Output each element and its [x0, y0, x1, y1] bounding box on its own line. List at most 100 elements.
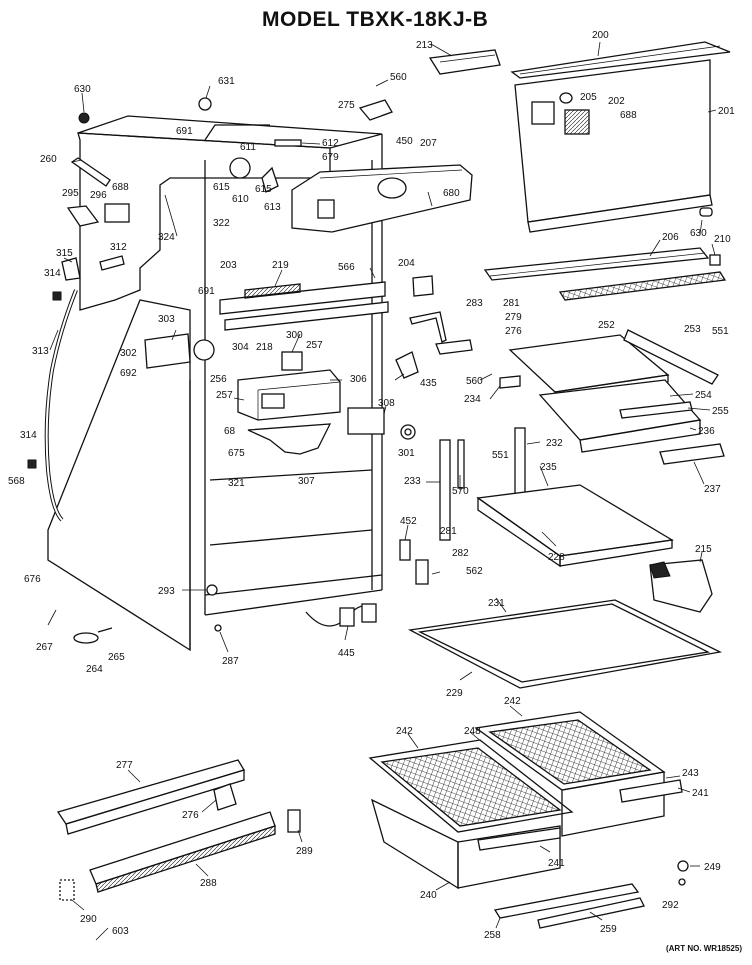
label-275: 275: [338, 100, 355, 111]
label-562: 562: [466, 566, 483, 577]
grille-288: [89, 811, 276, 893]
label-612: 612: [322, 138, 339, 149]
part-314a: [52, 291, 62, 301]
label-254: 254: [695, 390, 712, 401]
leader-lines: [47, 41, 717, 941]
label-613: 613: [264, 202, 281, 213]
label-630a: 630: [74, 84, 91, 95]
label-288: 288: [200, 878, 217, 889]
part-290: [59, 879, 75, 901]
label-228: 228: [548, 552, 565, 563]
label-201: 201: [718, 106, 735, 117]
label-207: 207: [420, 138, 437, 149]
label-255: 255: [712, 406, 729, 417]
label-248: 248: [464, 726, 481, 737]
label-306: 306: [350, 374, 367, 385]
label-435: 435: [420, 378, 437, 389]
part-276b: [213, 783, 237, 811]
label-276a: 276: [505, 326, 522, 337]
part-630b: [699, 207, 713, 217]
label-324: 324: [158, 232, 175, 243]
part-275: [358, 99, 393, 121]
label-252: 252: [598, 320, 615, 331]
support-570: [457, 439, 465, 489]
label-691a: 691: [176, 126, 193, 137]
label-202: 202: [608, 96, 625, 107]
label-551b: 551: [492, 450, 509, 461]
label-281a: 281: [503, 298, 520, 309]
fan-blade-613: [261, 166, 279, 193]
label-603: 603: [112, 926, 129, 937]
label-241b: 241: [548, 858, 565, 869]
label-568: 568: [8, 476, 25, 487]
part-234: [499, 375, 521, 389]
label-215: 215: [695, 544, 712, 555]
bar-203: [219, 281, 389, 331]
label-282: 282: [452, 548, 469, 559]
part-282: [415, 559, 429, 585]
label-200: 200: [592, 30, 609, 41]
part-249: [677, 860, 689, 872]
label-236: 236: [698, 426, 715, 437]
label-688a: 688: [620, 110, 637, 121]
label-253: 253: [684, 324, 701, 335]
label-289: 289: [296, 846, 313, 857]
tube-313: [44, 289, 78, 522]
label-450: 450: [396, 136, 413, 147]
crisper-left-240: [368, 739, 574, 890]
top-trim-200: [510, 41, 731, 79]
label-615b: 615: [255, 184, 272, 195]
label-260: 260: [40, 154, 57, 165]
label-321: 321: [228, 478, 245, 489]
label-445: 445: [338, 648, 355, 659]
label-231: 231: [488, 598, 505, 609]
label-301: 301: [398, 448, 415, 459]
label-566: 566: [338, 262, 355, 273]
label-279: 279: [505, 312, 522, 323]
part-287: [214, 624, 222, 632]
label-314b: 314: [20, 430, 37, 441]
part-293: [206, 584, 218, 596]
fan-motor-610: [229, 157, 251, 179]
label-256: 256: [210, 374, 227, 385]
door-panel-201: [514, 59, 713, 233]
part-452: [399, 539, 411, 561]
part-265: [97, 627, 113, 633]
label-257b: 257: [216, 390, 233, 401]
label-631: 631: [218, 76, 235, 87]
part-315: [61, 257, 81, 281]
label-237: 237: [704, 484, 721, 495]
rail-253: [623, 329, 719, 385]
box-306: [237, 369, 341, 421]
label-259: 259: [600, 924, 617, 935]
part-435: [395, 351, 419, 379]
label-232: 232: [546, 438, 563, 449]
label-241a: 241: [692, 788, 709, 799]
rail-258: [493, 883, 640, 919]
part-612: [274, 139, 302, 147]
part-289: [287, 809, 301, 833]
label-257a: 257: [306, 340, 323, 351]
label-203: 203: [220, 260, 237, 271]
label-68: 68: [224, 426, 236, 437]
part-630a: [78, 112, 90, 124]
label-452: 452: [400, 516, 417, 527]
label-312: 312: [110, 242, 127, 253]
label-234: 234: [464, 394, 481, 405]
label-570: 570: [452, 486, 469, 497]
diagram-title: MODEL TBXK-18KJ-B: [262, 8, 489, 31]
label-676: 676: [24, 574, 41, 585]
plate-308: [347, 407, 385, 435]
rail-241b: [477, 827, 561, 851]
label-551a: 551: [712, 326, 729, 337]
part-207: [291, 164, 473, 233]
label-304: 304: [232, 342, 249, 353]
art-number: (ART NO. WR18525): [665, 944, 742, 953]
part-292: [678, 878, 686, 886]
shelf-206: [483, 247, 727, 301]
label-281b: 281: [440, 526, 457, 537]
funnel-307: [247, 423, 332, 455]
shelf-231: [407, 599, 723, 689]
part-260: [70, 157, 111, 187]
